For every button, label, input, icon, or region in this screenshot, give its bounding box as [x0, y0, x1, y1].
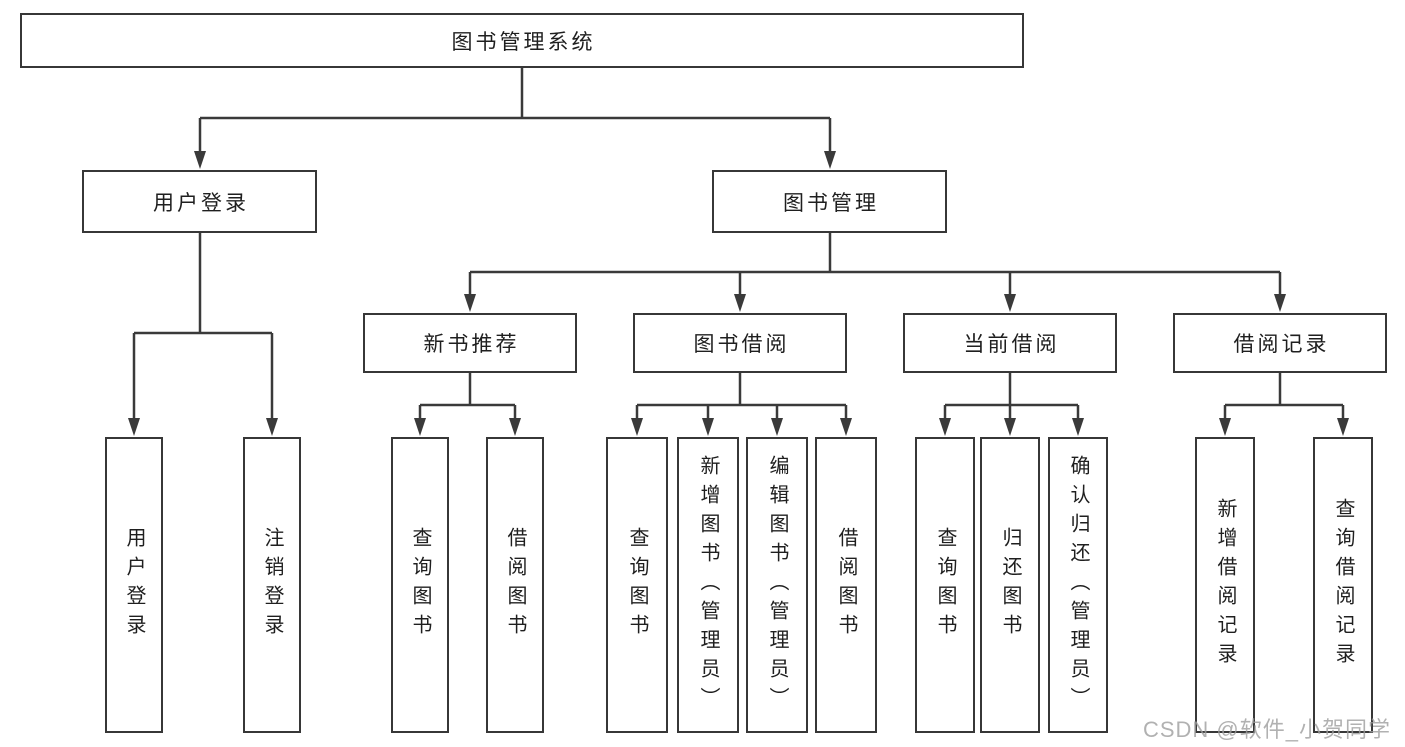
arrowhead-icon	[128, 418, 140, 436]
node-book-management: 图书管理	[712, 170, 947, 233]
arrowhead-icon	[1219, 418, 1231, 436]
arrowhead-icon	[631, 418, 643, 436]
arrowhead-icon	[939, 418, 951, 436]
leaf-confirm-return-admin: 确认归还（管理员）	[1048, 437, 1108, 733]
node-book-borrowing: 图书借阅	[633, 313, 847, 373]
leaf-return-books: 归还图书	[980, 437, 1040, 733]
node-current-borrowing: 当前借阅	[903, 313, 1117, 373]
connector-new-book-recommend	[418, 373, 517, 420]
arrowhead-icon	[702, 418, 714, 436]
connector-root	[198, 68, 832, 153]
connector-current-borrowing	[943, 373, 1080, 420]
watermark-text: CSDN @软件_小贺同学	[1142, 717, 1391, 742]
leaf-query-books-current: 查询图书	[915, 437, 975, 733]
leaf-add-borrow-record: 新增借阅记录	[1195, 437, 1255, 733]
connector-book-borrowing	[635, 373, 848, 420]
leaf-query-borrow-record: 查询借阅记录	[1313, 437, 1373, 733]
arrowhead-icon	[509, 418, 521, 436]
arrowhead-icon	[464, 294, 476, 312]
arrowhead-icon	[1072, 418, 1084, 436]
arrowhead-icon	[1004, 418, 1016, 436]
connector-borrowing-records	[1223, 373, 1345, 420]
node-new-book-recommend: 新书推荐	[363, 313, 577, 373]
leaf-logout: 注销登录	[243, 437, 301, 733]
arrowhead-icon	[840, 418, 852, 436]
node-user-login: 用户登录	[82, 170, 317, 233]
node-library-management-system: 图书管理系统	[20, 13, 1024, 68]
arrowhead-icon	[734, 294, 746, 312]
connector-user-login	[132, 233, 274, 420]
connector-book-management	[468, 233, 1282, 296]
node-borrowing-records: 借阅记录	[1173, 313, 1387, 373]
arrowhead-icon	[194, 151, 206, 169]
leaf-edit-books-admin: 编辑图书（管理员）	[746, 437, 808, 733]
leaf-query-books-recommend: 查询图书	[391, 437, 449, 733]
arrowhead-icon	[1004, 294, 1016, 312]
arrowhead-icon	[771, 418, 783, 436]
leaf-add-books-admin: 新增图书（管理员）	[677, 437, 739, 733]
leaf-user-login: 用户登录	[105, 437, 163, 733]
arrowhead-icon	[414, 418, 426, 436]
arrowhead-icon	[1274, 294, 1286, 312]
arrowhead-icon	[824, 151, 836, 169]
leaf-query-books-borrowing: 查询图书	[606, 437, 668, 733]
arrowhead-icon	[1337, 418, 1349, 436]
leaf-borrow-books-borrowing: 借阅图书	[815, 437, 877, 733]
leaf-borrow-books-recommend: 借阅图书	[486, 437, 544, 733]
arrowhead-icon	[266, 418, 278, 436]
